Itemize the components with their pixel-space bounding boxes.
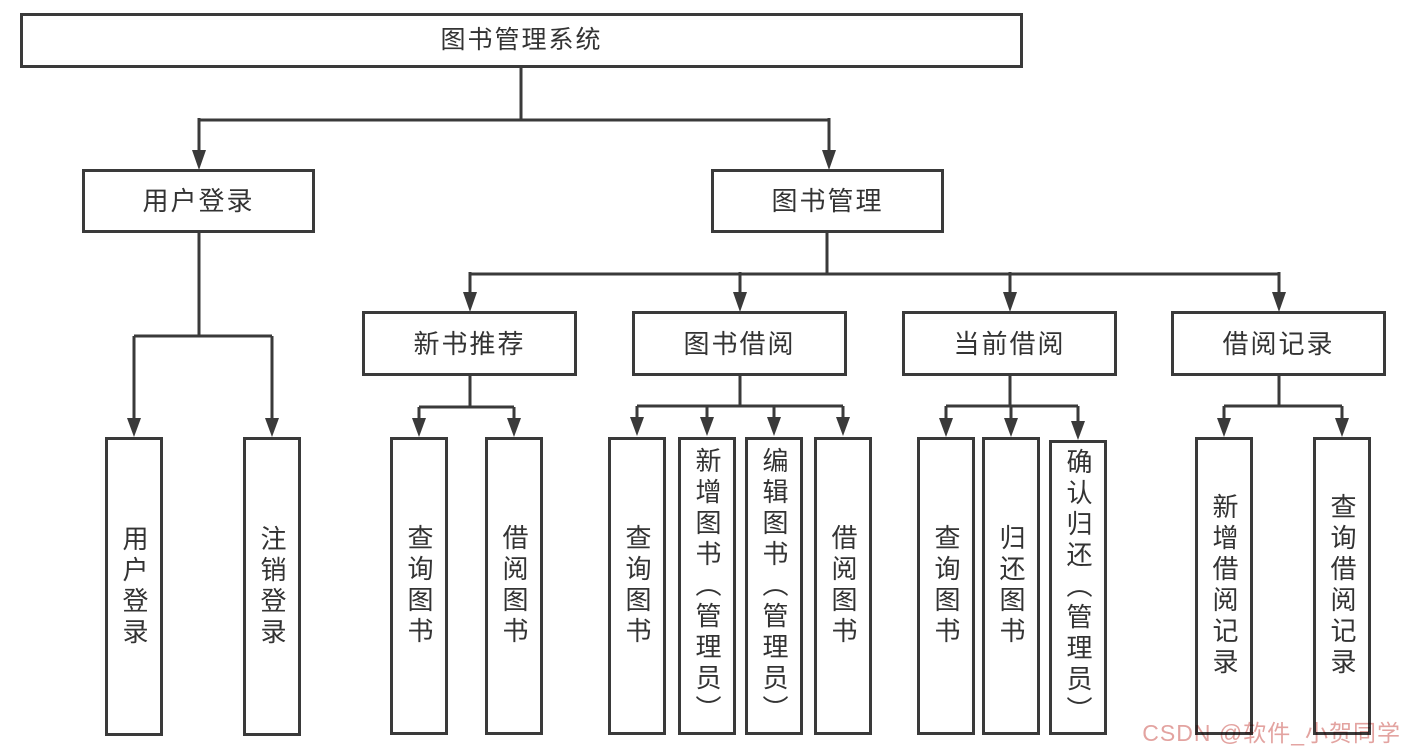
- arrow-to-bb-add: [700, 417, 714, 436]
- node-cb-confirm-return: 确认归还（管理员）: [1049, 440, 1107, 735]
- node-nb-query-books: 查询图书: [390, 437, 448, 735]
- node-bb-add-books: 新增图书（管理员）: [678, 437, 736, 735]
- node-bb-edit-books: 编辑图书（管理员）: [745, 437, 803, 735]
- node-rec-add-record-label: 新增借阅记录: [1209, 493, 1239, 679]
- connector-login-to-children: [132, 233, 274, 421]
- node-root: 图书管理系统: [20, 13, 1023, 68]
- node-logout-leaf-label: 注销登录: [257, 524, 287, 649]
- node-bb-query-books: 查询图书: [608, 437, 666, 735]
- arrow-to-current-borrow: [1003, 292, 1017, 312]
- arrow-to-nb-borrow: [507, 418, 521, 437]
- arrow-to-user-login: [127, 418, 141, 437]
- node-user-login-module-label: 用户登录: [142, 186, 255, 216]
- arrow-to-rec-add: [1217, 418, 1231, 437]
- arrowheads: [127, 150, 1349, 440]
- arrow-to-borrow-records: [1272, 292, 1286, 312]
- node-cb-query-books: 查询图书: [917, 437, 975, 735]
- node-current-borrow: 当前借阅: [902, 311, 1117, 376]
- node-bb-query-books-label: 查询图书: [622, 524, 652, 648]
- arrow-to-bb-lend: [836, 417, 850, 436]
- node-new-book-recommend: 新书推荐: [362, 311, 577, 376]
- connector-root-to-level2: [197, 68, 831, 152]
- node-cb-query-books-label: 查询图书: [931, 524, 961, 648]
- node-book-borrow-label: 图书借阅: [683, 328, 796, 359]
- connector-currentborrow-to-children: [944, 376, 1080, 423]
- node-bb-borrow-books-label: 借阅图书: [828, 524, 858, 648]
- node-borrow-records-label: 借阅记录: [1222, 328, 1335, 359]
- node-rec-query-record: 查询借阅记录: [1313, 437, 1371, 735]
- node-bb-edit-books-label: 编辑图书（管理员）: [759, 446, 789, 726]
- node-nb-query-books-label: 查询图书: [404, 524, 434, 648]
- node-cb-confirm-return-label: 确认归还（管理员）: [1063, 448, 1093, 727]
- arrow-to-nb-query: [412, 418, 426, 437]
- arrow-to-cb-confirm: [1071, 421, 1085, 440]
- arrow-to-login: [192, 150, 206, 170]
- arrow-to-manage: [822, 150, 836, 170]
- node-borrow-records: 借阅记录: [1171, 311, 1386, 376]
- node-cb-return-books-label: 归还图书: [996, 524, 1026, 648]
- connector-manage-to-level3: [468, 233, 1281, 295]
- node-user-login-leaf-label: 用户登录: [119, 524, 149, 649]
- node-user-login-leaf: 用户登录: [105, 437, 163, 736]
- node-rec-query-record-label: 查询借阅记录: [1327, 493, 1357, 679]
- arrow-to-new-books: [463, 292, 477, 312]
- arrow-to-bb-query: [630, 417, 644, 436]
- node-book-borrow: 图书借阅: [632, 311, 847, 376]
- node-rec-add-record: 新增借阅记录: [1195, 437, 1253, 735]
- csdn-watermark: CSDN @软件_小贺同学: [1142, 720, 1401, 746]
- connector-bookborrow-to-children: [635, 376, 845, 420]
- node-current-borrow-label: 当前借阅: [953, 328, 1066, 359]
- node-nb-borrow-books: 借阅图书: [485, 437, 543, 735]
- node-root-label: 图书管理系统: [440, 26, 603, 54]
- node-book-management: 图书管理: [711, 169, 944, 233]
- arrow-to-logout: [265, 418, 279, 437]
- arrow-to-cb-return: [1004, 418, 1018, 437]
- node-bb-borrow-books: 借阅图书: [814, 437, 872, 735]
- node-book-management-label: 图书管理: [771, 186, 884, 216]
- node-logout-leaf: 注销登录: [243, 437, 301, 736]
- connector-records-to-children: [1222, 376, 1344, 420]
- node-bb-add-books-label: 新增图书（管理员）: [692, 446, 722, 726]
- arrow-to-bb-edit: [767, 417, 781, 436]
- node-cb-return-books: 归还图书: [982, 437, 1040, 735]
- node-user-login-module: 用户登录: [82, 169, 315, 233]
- arrow-to-rec-query: [1335, 418, 1349, 437]
- arrow-to-cb-query: [939, 418, 953, 437]
- node-new-book-recommend-label: 新书推荐: [413, 328, 526, 359]
- connector-newbooks-to-children: [417, 376, 516, 422]
- node-nb-borrow-books-label: 借阅图书: [499, 524, 529, 648]
- arrow-to-book-borrow: [733, 292, 747, 312]
